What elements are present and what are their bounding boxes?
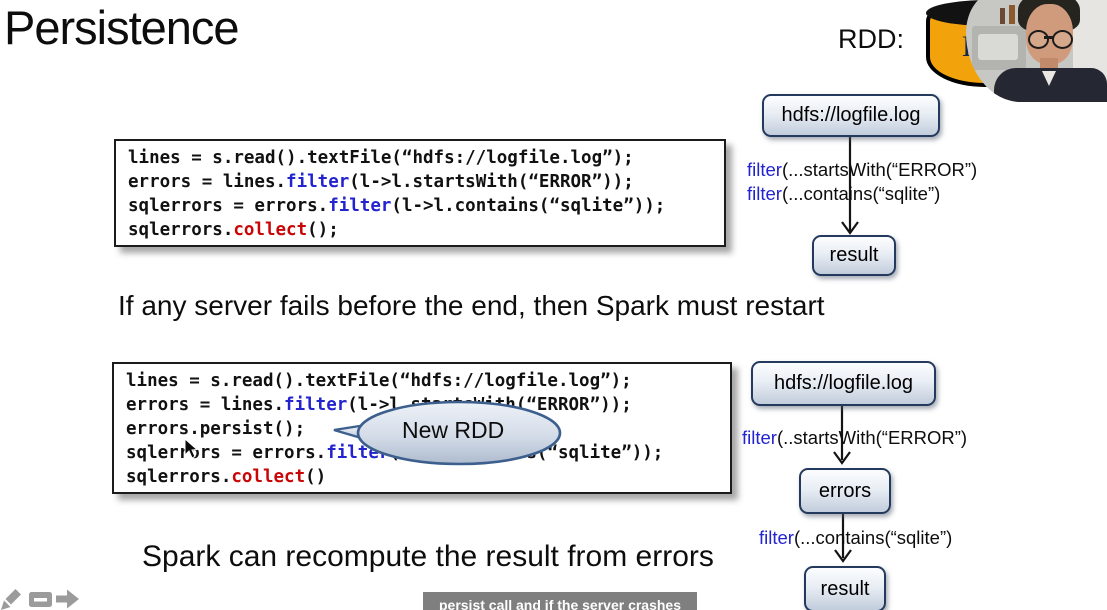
filter-label-contains-bottom: filter(...contains(“sqlite”) (759, 527, 953, 548)
speaker-glasses-bridge (1044, 36, 1053, 39)
code-line: lines = s.read().textFile(“hdfs://logfil… (126, 371, 632, 391)
code-block-no-persist: lines = s.read().textFile(“hdfs://logfil… (114, 139, 726, 247)
mouse-cursor (184, 438, 199, 459)
webcam-bottle (1000, 8, 1005, 24)
page-title: Persistence (4, 1, 240, 54)
filter-label-startswith-bottom: filter(..startsWith(“ERROR”) (742, 427, 968, 448)
code-line: errors.persist(); (126, 419, 306, 439)
subtitle-caption: persist call and if the server crashes (423, 592, 697, 610)
rdd-label: RDD: (838, 24, 904, 54)
webcam-bottle (1009, 5, 1015, 24)
result-node-bottom: result (804, 566, 886, 610)
code-line: lines = s.read().textFile(“hdfs://logfil… (128, 148, 634, 168)
filter-label-contains-top: filter(...contains(“sqlite”) (747, 183, 941, 204)
code-line: errors = lines.filter(l->l.startsWith(“E… (128, 172, 634, 192)
filter-label-startswith-top: filter(...startsWith(“ERROR”) (747, 159, 978, 180)
code-block-with-persist: lines = s.read().textFile(“hdfs://logfil… (112, 362, 732, 494)
pencil-icon[interactable] (0, 585, 26, 610)
webcam-overlay (966, 0, 1107, 102)
result-node-top: result (812, 235, 896, 276)
code-line: sqlerrors.collect(); (128, 220, 339, 240)
speaker-glasses-right (1052, 30, 1073, 49)
hdfs-source-node-bottom: hdfs://logfile.log (751, 361, 936, 406)
recompute-sentence: Spark can recompute the result from erro… (142, 540, 714, 573)
restart-sentence: If any server fails before the end, then… (118, 290, 825, 321)
notes-icon[interactable] (29, 592, 53, 610)
forward-arrow-icon[interactable] (56, 588, 80, 610)
errors-node: errors (799, 468, 891, 514)
new-rdd-callout-label: New RDD (402, 417, 505, 443)
code-line: sqlerrors.collect() (126, 467, 327, 487)
hdfs-source-node-top: hdfs://logfile.log (762, 94, 940, 137)
webcam-shelf-box (978, 34, 1018, 60)
new-rdd-callout-bubble (333, 400, 562, 466)
code-line: sqlerrors = errors.filter(l->l.contains(… (128, 196, 666, 216)
speaker-glasses-left (1028, 30, 1049, 49)
